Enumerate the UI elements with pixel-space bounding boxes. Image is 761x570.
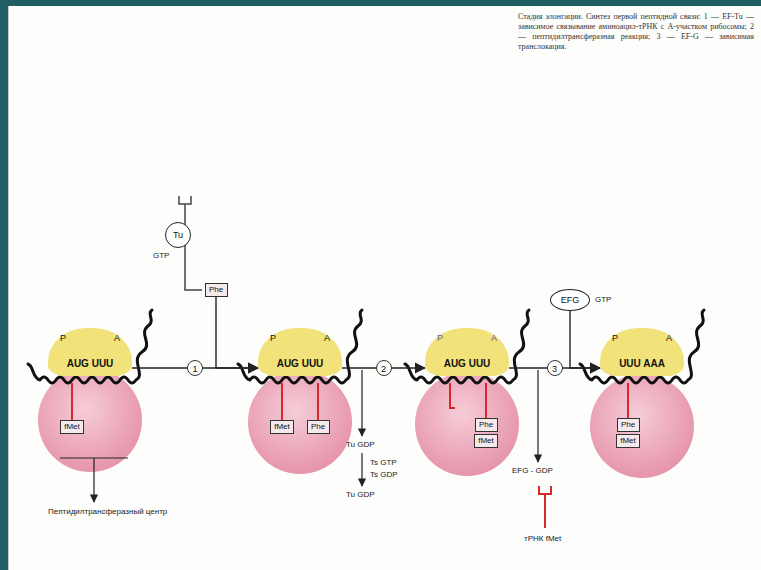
- amino-acid-label: Phe: [618, 419, 639, 430]
- factor-label: Tu: [166, 230, 190, 240]
- mrna-strand: [405, 310, 529, 383]
- amino-acid-box: fMet: [616, 434, 640, 448]
- large-subunit: [590, 374, 694, 478]
- gtp-label: GTP: [595, 295, 611, 304]
- factor-circle: TuGTP: [165, 222, 191, 248]
- gtp-label: GTP: [153, 251, 169, 260]
- annotation-label: Ts GDP: [370, 470, 398, 480]
- amino-acid-box: Phe: [475, 418, 498, 432]
- site-label: A: [114, 333, 120, 343]
- trna-stem: [71, 383, 73, 420]
- amino-acid-label: fMet: [271, 421, 293, 432]
- amino-acid-box: fMet: [60, 420, 84, 434]
- trna-stem: [485, 383, 487, 418]
- small-subunit: P A AUG UUU: [258, 328, 342, 376]
- amino-acid-box: fMet: [270, 420, 294, 434]
- branch-arrow: [537, 370, 538, 462]
- amino-acid-label: fMet: [475, 435, 497, 446]
- branch-arrow: [361, 453, 362, 486]
- free-trna: [539, 486, 551, 528]
- codon-label: UUU AAA: [600, 358, 684, 369]
- step-number: 1: [187, 360, 203, 376]
- annotation-label: Tu GDP: [346, 490, 375, 500]
- codon-label: AUG UUU: [258, 358, 342, 369]
- codon-label: AUG UUU: [425, 358, 509, 369]
- trna-stem: [281, 383, 283, 420]
- leader-line: [60, 458, 128, 502]
- site-label: A: [666, 333, 672, 343]
- site-label: P: [60, 333, 66, 343]
- annotation-label: тРНК fMet: [524, 534, 561, 544]
- factor-circle: EFGGTP: [550, 289, 590, 311]
- trna-stem: [627, 383, 629, 418]
- large-subunit: [248, 370, 352, 474]
- amino-acid-box: Phe: [617, 418, 640, 432]
- codon-label: AUG UUU: [48, 358, 132, 369]
- site-label: P: [437, 333, 443, 343]
- site-label: A: [324, 333, 330, 343]
- small-subunit: P A AUG UUU: [48, 328, 132, 376]
- factor-label: EFG: [551, 295, 589, 305]
- annotation-label: Пептидилтрансферазный центр: [48, 507, 178, 517]
- trna-stem: [450, 383, 455, 408]
- amino-acid-label: fMet: [61, 421, 83, 432]
- annotation-label: Ts GTP: [370, 458, 397, 468]
- site-label: P: [270, 333, 276, 343]
- amino-acid-label: fMet: [617, 435, 639, 446]
- figure-caption: Стадия элонгации. Синтез первой пептидно…: [518, 12, 754, 52]
- trna-stem: [317, 383, 319, 420]
- branch-arrow: [361, 370, 362, 436]
- reaction-arrow: [216, 297, 258, 368]
- amino-acid-box: Phe: [205, 283, 228, 297]
- site-label: A: [491, 333, 497, 343]
- amino-acid-label: Phe: [206, 284, 227, 295]
- small-subunit: P A AUG UUU: [425, 328, 509, 376]
- site-label: P: [612, 333, 618, 343]
- mrna-strand: [238, 310, 362, 383]
- annotation-label: EFG - GDP: [512, 466, 553, 476]
- mrna-strand: [580, 310, 704, 383]
- amino-acid-box: Phe: [307, 420, 330, 434]
- large-subunit: [415, 372, 519, 476]
- amino-acid-label: Phe: [308, 421, 329, 432]
- amino-acid-label: Phe: [476, 419, 497, 430]
- slide-panel: [8, 6, 761, 570]
- step-number: 2: [376, 360, 392, 376]
- annotation-label: Tu GDP: [346, 440, 375, 450]
- reaction-arrow: [570, 311, 600, 368]
- amino-acid-box: fMet: [474, 434, 498, 448]
- mrna-strand: [28, 310, 152, 383]
- step-number: 3: [547, 360, 563, 376]
- small-subunit: P A UUU AAA: [600, 328, 684, 376]
